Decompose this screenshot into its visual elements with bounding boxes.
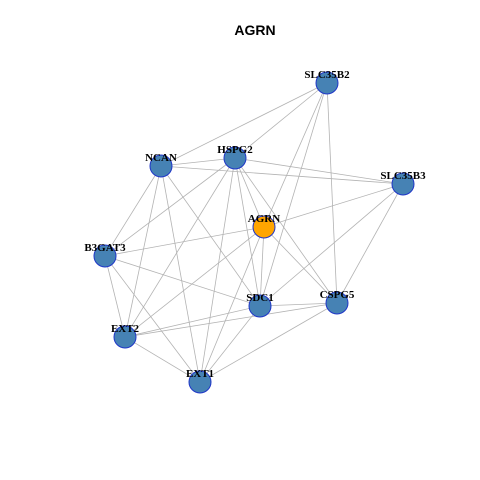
node-ncan [149,154,173,178]
edge-ncan-sdc1 [160,165,261,307]
edge-cspg5-ext2 [124,302,338,338]
node-label-hspg2: HSPG2 [217,144,253,156]
edge-agrn-ext1 [199,226,265,383]
edge-ncan-b3gat3 [104,165,162,257]
edge-slc35b3-cspg5 [336,183,404,304]
edge-agrn-ext2 [124,226,265,338]
edge-hspg2-cspg5 [234,157,338,304]
edge-sdc1-cspg5 [259,302,338,307]
edge-hspg2-agrn [234,157,265,228]
edge-slc35b3-agrn [263,183,404,228]
edge-b3gat3-sdc1 [104,255,261,307]
edge-slc35b2-cspg5 [326,82,338,304]
edge-cspg5-ext1 [199,302,338,383]
node-ext1 [188,370,212,394]
node-label-cspg5: CSPG5 [320,289,355,301]
node-label-ext1: EXT1 [186,368,214,380]
node-hspg2 [223,146,247,170]
node-slc35b2 [315,71,339,95]
edge-agrn-cspg5 [263,226,338,304]
edge-ext2-ext1 [124,336,201,383]
node-sdc1 [248,294,272,318]
edge-sdc1-ext2 [124,305,261,338]
edge-slc35b2-hspg2 [234,82,328,159]
node-layer [93,71,415,394]
edge-layer [104,82,404,383]
node-cspg5 [325,291,349,315]
node-label-slc35b2: SLC35B2 [304,69,350,81]
edge-b3gat3-ext2 [104,255,126,338]
edge-hspg2-b3gat3 [104,157,236,257]
edge-ncan-ext2 [124,165,162,338]
edge-ncan-slc35b3 [160,165,404,185]
edge-agrn-sdc1 [259,226,265,307]
node-label-slc35b3: SLC35B3 [380,170,426,182]
edge-sdc1-ext1 [199,305,261,383]
edge-slc35b3-sdc1 [259,183,404,307]
edge-b3gat3-ext1 [104,255,201,383]
edge-agrn-b3gat3 [104,226,265,257]
node-slc35b3 [391,172,415,196]
node-label-ncan: NCAN [145,152,177,164]
edge-hspg2-ext1 [199,157,236,383]
node-agrn [252,215,276,239]
node-ext2 [113,325,137,349]
node-label-sdc1: SDC1 [246,292,274,304]
edge-hspg2-ncan [160,157,236,167]
node-label-b3gat3: B3GAT3 [84,242,126,254]
node-label-agrn: AGRN [248,213,280,225]
node-label-ext2: EXT2 [111,323,140,335]
edge-ncan-ext1 [160,165,201,383]
edge-slc35b2-agrn [263,82,328,228]
node-b3gat3 [93,244,117,268]
edge-hspg2-sdc1 [234,157,261,307]
edge-slc35b2-ncan [160,82,328,167]
diagram-title: AGRN [234,22,275,38]
edge-hspg2-slc35b3 [234,157,404,185]
edge-slc35b2-sdc1 [259,82,328,307]
